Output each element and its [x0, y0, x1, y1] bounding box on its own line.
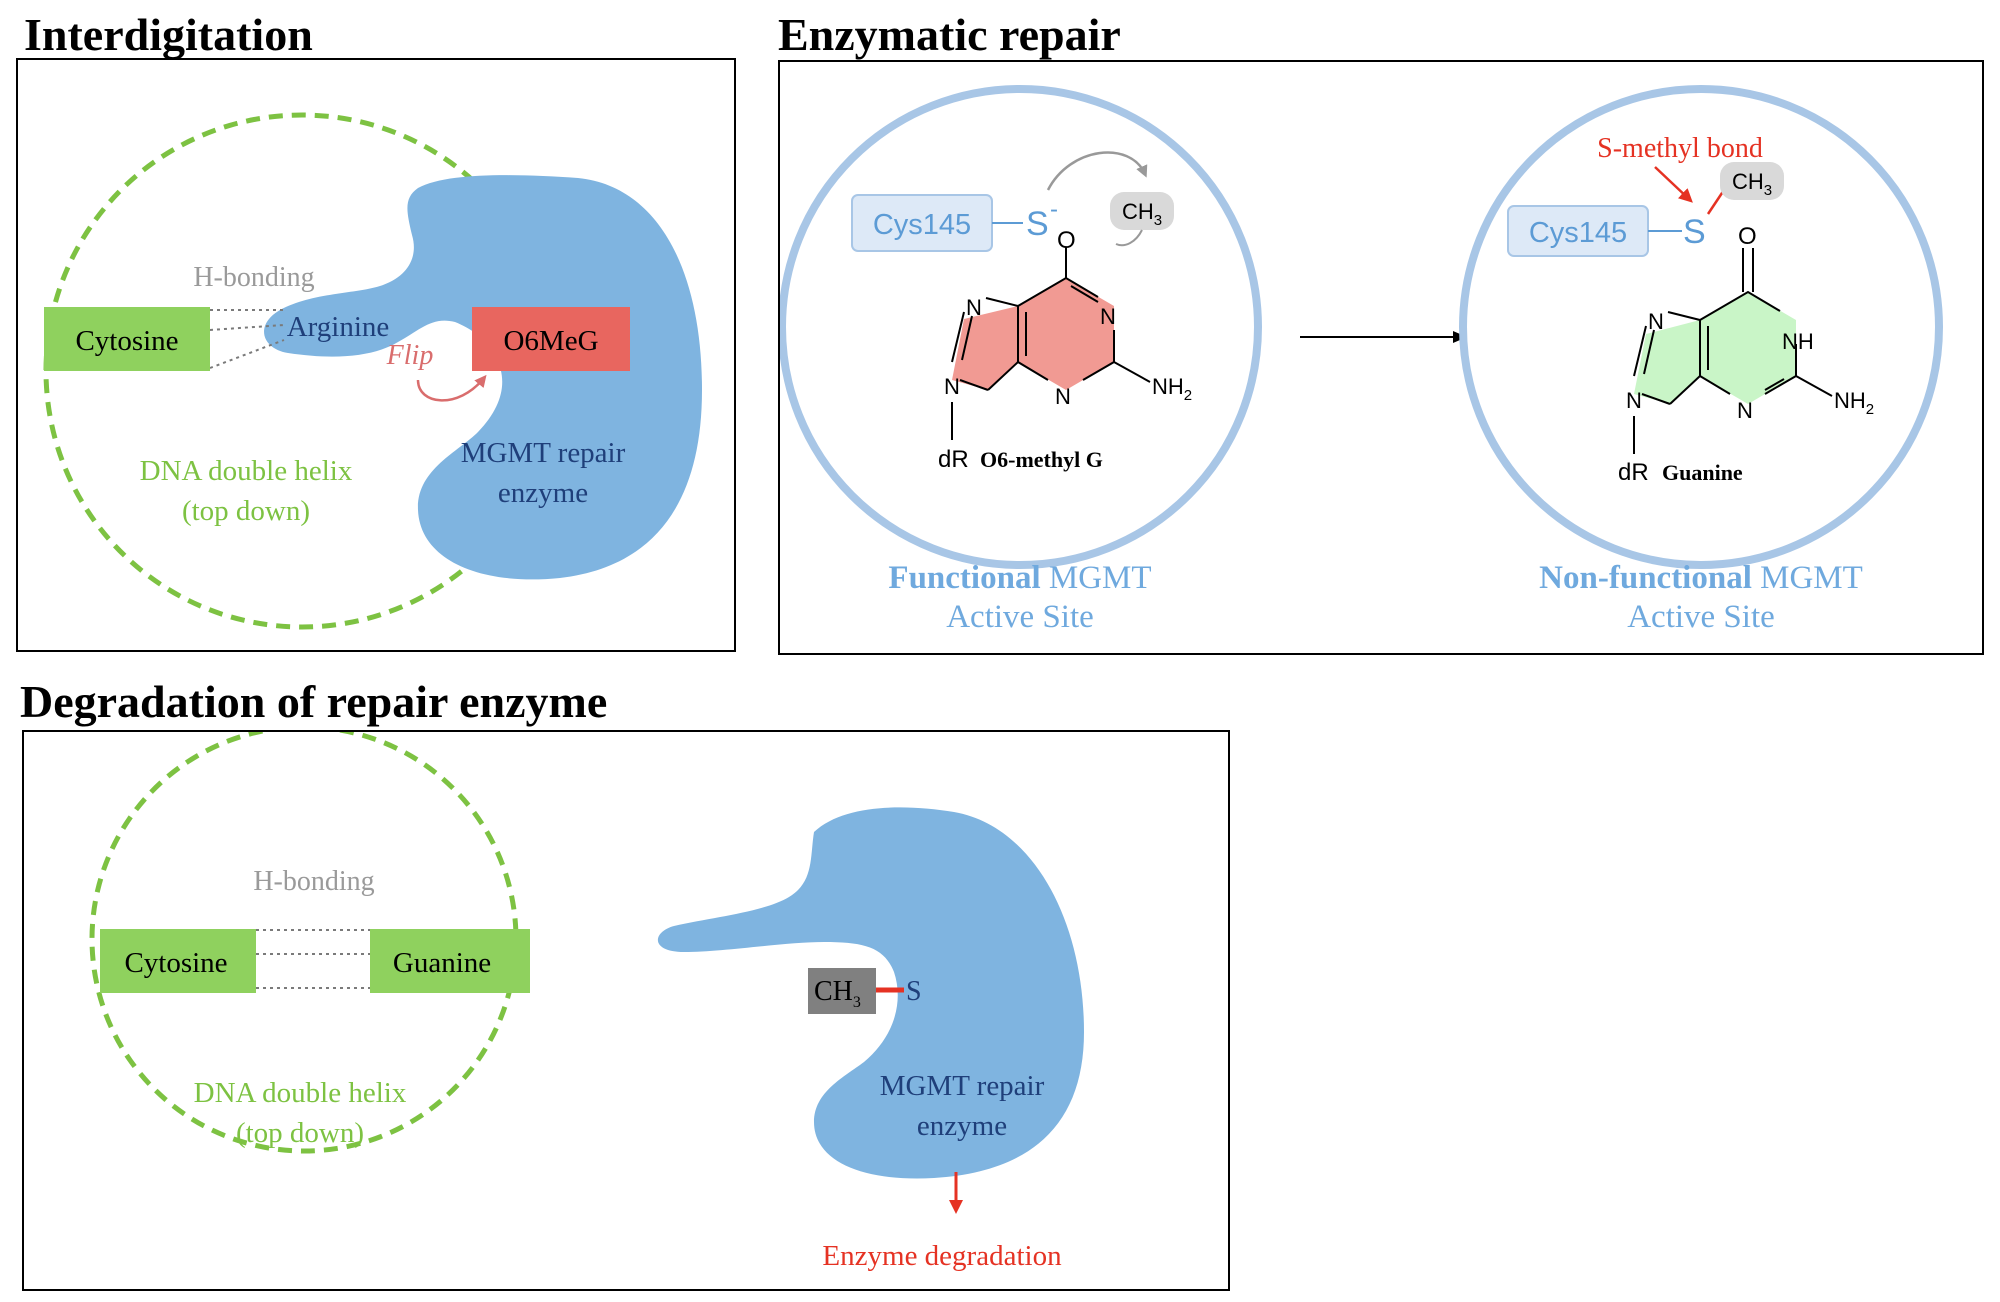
methyl-right: CH3	[1732, 169, 1772, 199]
guanine-label-2: Guanine	[393, 947, 491, 979]
guanine-n7: N	[1648, 309, 1664, 334]
guanine-n9: N	[1626, 388, 1642, 413]
guanine-nh2: NH2	[1834, 388, 1874, 418]
helix-label-2-line2: (top down)	[236, 1117, 364, 1149]
interdigitation-title: Interdigitation	[24, 9, 313, 60]
helix-label-line1: DNA double helix	[140, 455, 353, 487]
degradation-diagram: H-bonding Cytosine Guanine DNA double he…	[89, 732, 1084, 1272]
enzymatic-repair-diagram: Cys145 S - CH3 O N N N N	[780, 85, 1943, 635]
hbond-label-2: H-bonding	[253, 866, 374, 897]
hbond-lines	[209, 309, 285, 369]
functional-caption: Functional MGMT	[888, 560, 1151, 596]
functional-caption-line2: Active Site	[946, 599, 1094, 635]
interdigitation-panel: Cytosine H-bonding Arginine O6MeG Flip D…	[16, 58, 736, 652]
o6meg-label: O6MeG	[503, 325, 598, 357]
cytosine-label: Cytosine	[75, 325, 178, 357]
o6meg-box	[472, 307, 630, 371]
hbond-label: H-bonding	[193, 262, 314, 293]
helix-label-line2: (top down)	[182, 495, 310, 527]
methyl-return-arrow	[1115, 229, 1143, 247]
attack-arrow	[1046, 151, 1148, 191]
cytosine-box-2	[100, 929, 256, 993]
nonfunctional-caption-line2: Active Site	[1627, 599, 1775, 635]
o6meg-name: O6-methyl G	[980, 447, 1103, 472]
methyl-bubble-left	[1110, 192, 1174, 230]
enzyme-label-line1: MGMT repair	[461, 437, 626, 469]
cys145-label-right: Cys145	[1529, 217, 1627, 249]
guanine-dr: dR	[1618, 459, 1649, 486]
guanine-nh: NH	[1782, 329, 1814, 354]
degradation-panel: H-bonding Cytosine Guanine DNA double he…	[22, 730, 1230, 1291]
o6meg-n7: N	[966, 295, 982, 320]
mgmt-enzyme-shape	[264, 175, 702, 580]
o6meg-bonds	[951, 247, 1151, 440]
enzymatic-repair-title: Enzymatic repair	[778, 9, 1121, 60]
enzymatic-repair-panel: Cys145 S - CH3 O N N N N	[778, 60, 1984, 655]
helix-label-2-line1: DNA double helix	[194, 1077, 407, 1109]
thiolate-charge: -	[1050, 196, 1058, 223]
s-ch3-bond	[1706, 189, 1726, 215]
o6meg-n1: N	[1100, 304, 1116, 329]
methyl-label-2: CH3	[814, 976, 861, 1011]
cys145-label-left: Cys145	[873, 209, 971, 241]
guanine-oxygen: O	[1738, 223, 1757, 250]
methyl-box-2	[808, 968, 876, 1014]
s-methyl-bond-label: S-methyl bond	[1597, 133, 1763, 164]
enzyme-label-2-line1: MGMT repair	[880, 1070, 1045, 1102]
guanine-box-2	[370, 929, 530, 993]
guanine-name: Guanine	[1662, 460, 1743, 485]
s-methyl-bond-arrow	[1654, 166, 1693, 203]
flip-label: Flip	[386, 340, 434, 371]
functional-site-circle	[780, 85, 1262, 569]
guanine-ring-fill	[1634, 292, 1796, 404]
degradation-label: Enzyme degradation	[822, 1240, 1062, 1272]
o6meg-dr: dR	[938, 446, 969, 473]
o6meg-oxygen: O	[1057, 227, 1076, 254]
flip-arrow	[416, 374, 487, 402]
sulfur-label-2: S	[906, 976, 922, 1007]
methyl-bubble-right	[1720, 162, 1784, 200]
arginine-label: Arginine	[287, 311, 390, 343]
guanine-bonds	[1633, 248, 1833, 454]
nonfunctional-site-circle	[1459, 85, 1943, 569]
enzyme-label-line2: enzyme	[498, 477, 588, 509]
thioether-s: S	[1683, 213, 1706, 251]
cytosine-box	[44, 307, 210, 371]
hbond-lines-2	[256, 929, 370, 989]
nonfunctional-caption: Non-functional MGMT	[1539, 560, 1863, 596]
methyl-left: CH3	[1122, 199, 1162, 229]
guanine-n3: N	[1737, 398, 1753, 423]
interdigitation-diagram: Cytosine H-bonding Arginine O6MeG Flip D…	[43, 112, 702, 630]
mgmt-enzyme-shape-2	[657, 807, 1084, 1179]
o6meg-n9: N	[944, 374, 960, 399]
degradation-title: Degradation of repair enzyme	[20, 676, 608, 727]
enzyme-label-2-line2: enzyme	[917, 1110, 1007, 1142]
cytosine-label-2: Cytosine	[124, 947, 227, 979]
o6meg-ring-fill	[952, 278, 1114, 390]
o6meg-nh2: NH2	[1152, 374, 1192, 404]
o6meg-n3: N	[1055, 384, 1071, 409]
thiolate-s: S	[1026, 205, 1049, 243]
